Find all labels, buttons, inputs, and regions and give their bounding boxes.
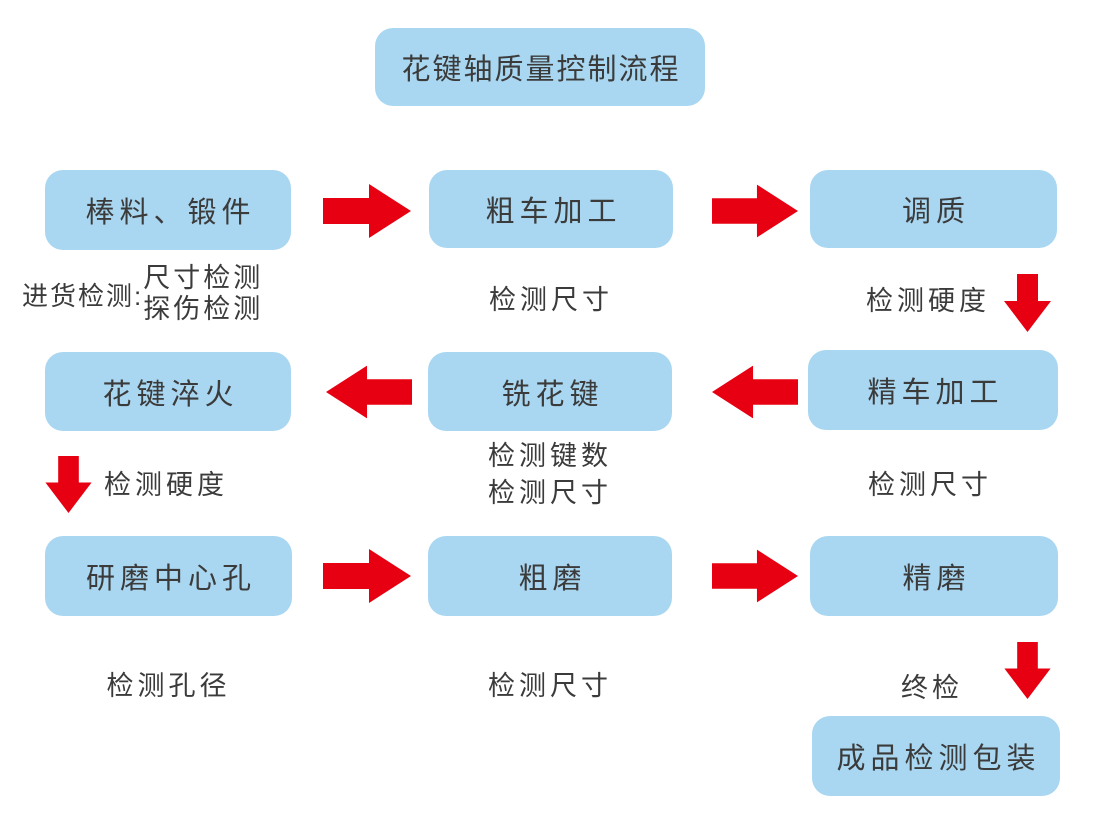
flowchart-title-box: 花键轴质量控制流程 xyxy=(375,28,705,106)
arrow-down-icon xyxy=(1004,274,1051,332)
process-box-tempering: 调质 xyxy=(810,170,1057,248)
process-label: 调质 xyxy=(901,196,970,228)
arrow-right-icon xyxy=(712,184,798,238)
process-box-rough-grinding: 粗磨 xyxy=(428,536,672,616)
process-label: 精车加工 xyxy=(867,377,1004,409)
arrow-down-icon xyxy=(1004,642,1051,699)
arrow-right-icon xyxy=(712,549,798,603)
arrow-down-icon xyxy=(45,456,92,513)
arrow-right-icon xyxy=(323,549,411,603)
annotation-check-hardness: 检测硬度 xyxy=(866,286,990,316)
process-label: 粗车加工 xyxy=(485,196,622,228)
process-box-spline-quenching: 花键淬火 xyxy=(45,352,291,431)
process-label: 棒料、锻件 xyxy=(85,197,256,229)
process-label: 粗磨 xyxy=(518,563,587,595)
process-box-spline-milling: 铣花键 xyxy=(428,352,672,431)
annotation-check-size: 检测尺寸 xyxy=(489,285,613,315)
process-label: 研磨中心孔 xyxy=(85,563,256,595)
annotation-check-hardness: 检测硬度 xyxy=(104,470,228,500)
process-box-fine-turning: 精车加工 xyxy=(808,350,1058,430)
annotation-line: 检测键数 xyxy=(488,441,612,471)
annotation-check-size: 检测尺寸 xyxy=(868,470,992,500)
process-box-grind-center-hole: 研磨中心孔 xyxy=(45,536,292,616)
arrow-left-icon xyxy=(326,365,412,419)
arrow-left-icon xyxy=(712,365,798,419)
annotation-incoming-inspection: 进货检测: 尺寸检测 探伤检测 xyxy=(22,263,263,325)
process-box-fine-grinding: 精磨 xyxy=(810,536,1058,616)
process-label: 花键淬火 xyxy=(102,378,239,411)
annotation-line: 检测尺寸 xyxy=(488,478,612,508)
process-box-rough-turning: 粗车加工 xyxy=(429,170,673,248)
process-box-finished-packing: 成品检测包装 xyxy=(812,716,1060,796)
annotation-check-size: 检测尺寸 xyxy=(488,671,612,701)
annotation-final-inspection: 终检 xyxy=(901,673,963,703)
annotation-line: 尺寸检测 xyxy=(143,263,264,293)
process-label: 铣花键 xyxy=(501,378,604,411)
annotation-check-keys-size: 检测键数 检测尺寸 xyxy=(428,438,672,512)
annotation-label: 进货检测: xyxy=(22,280,144,311)
process-label: 精磨 xyxy=(902,563,971,595)
arrow-right-icon xyxy=(323,184,411,238)
annotation-check-hole-diameter: 检测孔径 xyxy=(106,671,231,701)
process-box-raw-material: 棒料、锻件 xyxy=(45,170,291,250)
annotation-line: 探伤检测 xyxy=(143,294,264,324)
process-label: 成品检测包装 xyxy=(836,743,1041,775)
flowchart-title: 花键轴质量控制流程 xyxy=(401,54,681,86)
